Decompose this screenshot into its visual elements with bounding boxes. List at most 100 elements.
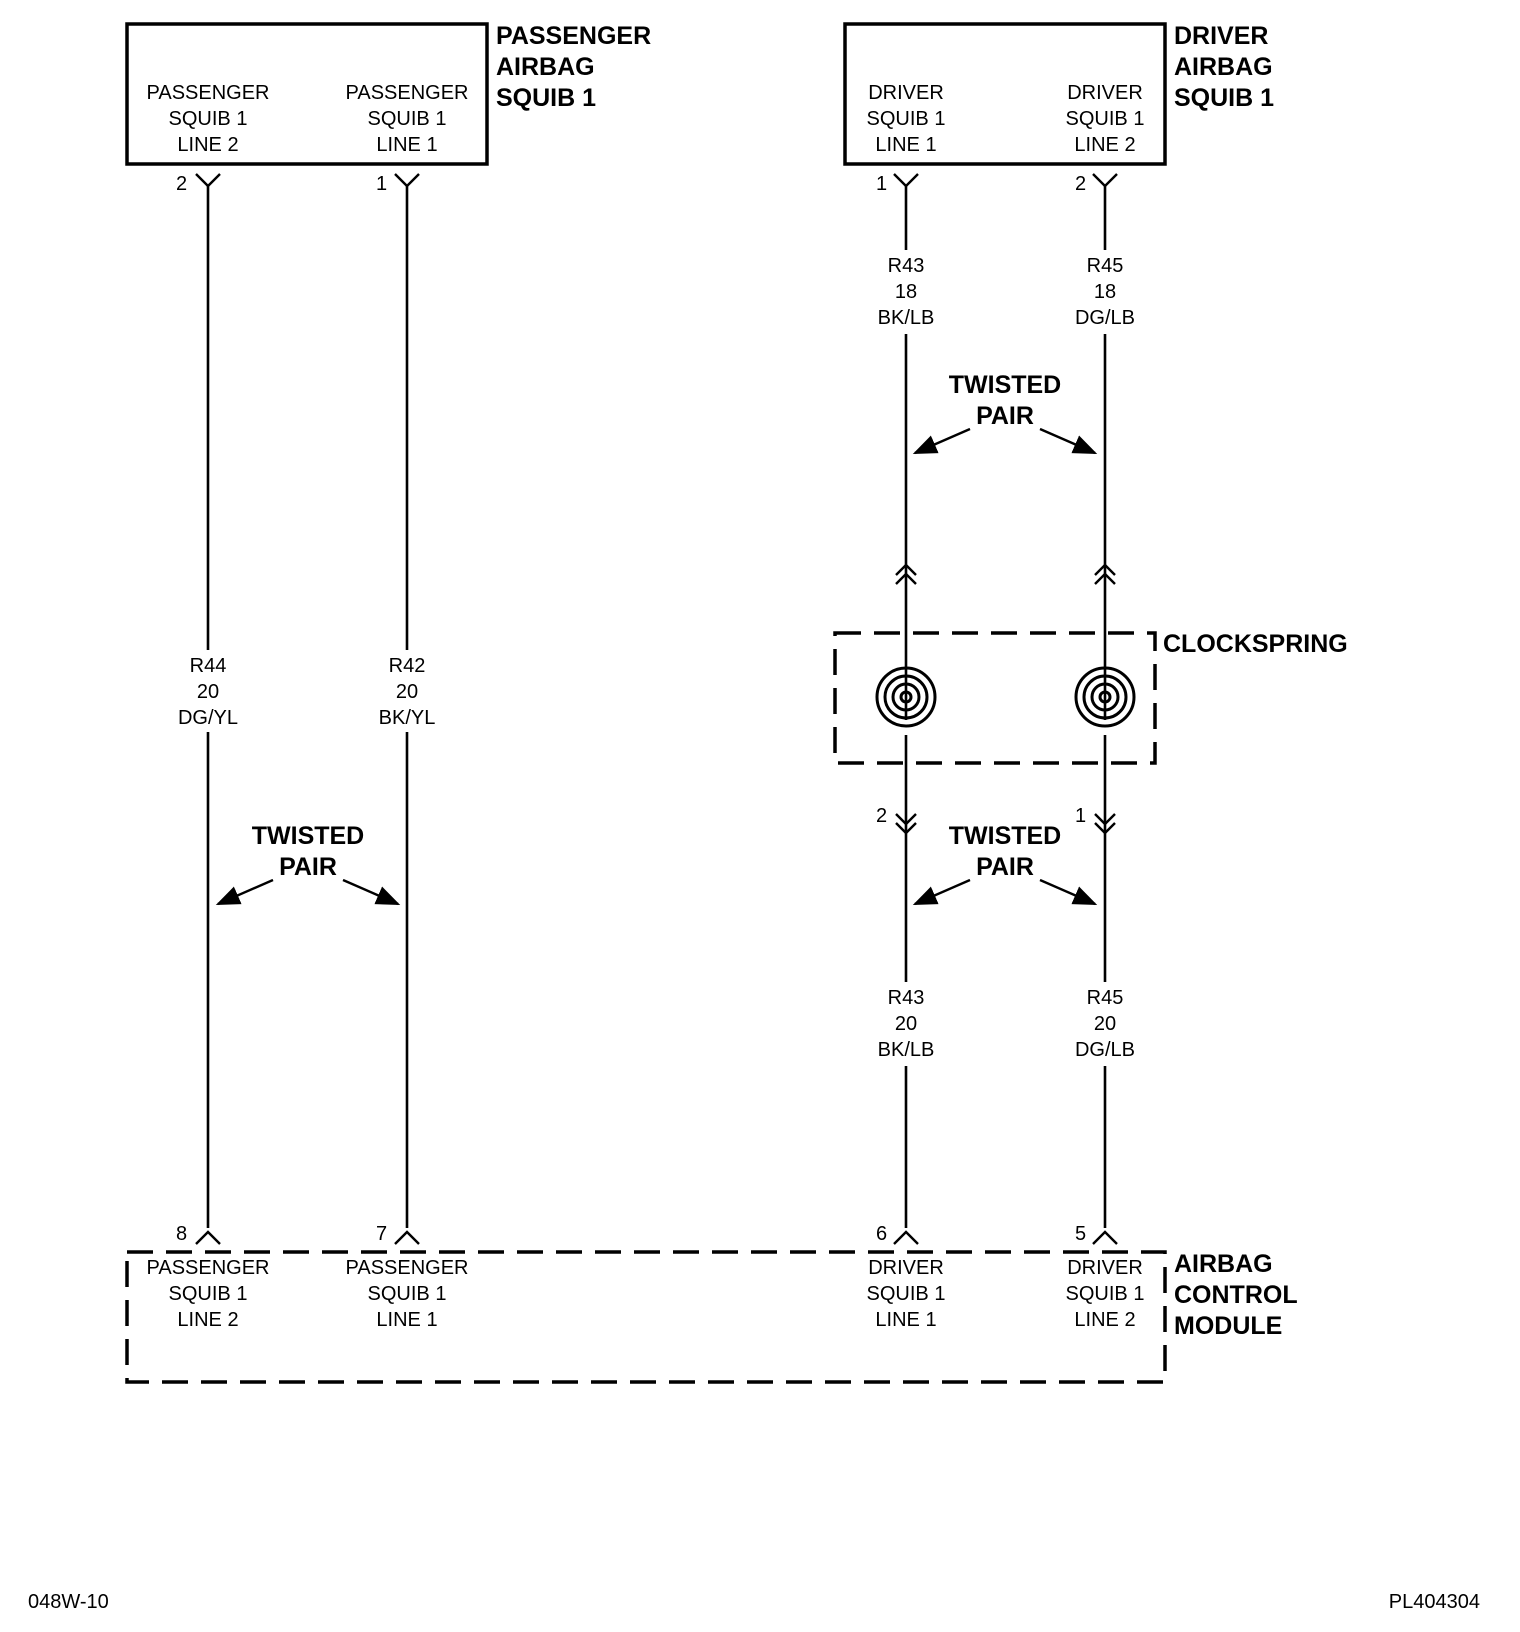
pin-number: 2 — [176, 173, 187, 195]
wire-circuit: R42 — [389, 655, 426, 677]
driver-squib-pin-label: SQUIB 1 — [867, 108, 946, 130]
spiral-icon — [875, 666, 937, 728]
acm-pin-label: SQUIB 1 — [867, 1283, 946, 1305]
connector-pin-icon — [195, 173, 221, 188]
wire-color: DG/LB — [1075, 307, 1135, 329]
wire-gauge: 20 — [396, 681, 418, 703]
passenger-squib-pin-label: PASSENGER — [147, 82, 270, 104]
passenger-squib-title-3: SQUIB 1 — [496, 84, 596, 112]
driver-squib-pin-label: DRIVER — [1067, 82, 1143, 104]
connector-symbols-top — [195, 173, 1118, 188]
passenger-squib-pin-label: LINE 2 — [177, 134, 238, 156]
pin-number: 1 — [1075, 805, 1086, 827]
wire-gauge: 18 — [1094, 281, 1116, 303]
wire-gauge: 20 — [1094, 1013, 1116, 1035]
passenger-squib-box — [125, 22, 489, 166]
double-chevron-up-icon — [895, 563, 917, 576]
pin-number: 8 — [176, 1223, 187, 1245]
driver-squib-title-3: SQUIB 1 — [1174, 84, 1274, 112]
acm-pin-label: DRIVER — [868, 1257, 944, 1279]
pin-number: 5 — [1075, 1223, 1086, 1245]
driver-squib-pin-label: LINE 2 — [1074, 134, 1135, 156]
acm-pin-label: LINE 2 — [177, 1309, 238, 1331]
wire-labels: R44 20 DG/YL R42 20 BK/YL R43 18 BK/LB R… — [178, 255, 1135, 1061]
twisted-pair-lower-driver: TWISTED PAIR — [912, 822, 1098, 906]
double-chevron-down-icon — [1094, 822, 1116, 835]
acm-pin-label: PASSENGER — [346, 1257, 469, 1279]
passenger-squib-title-2: AIRBAG — [496, 53, 595, 81]
clockspring-box — [833, 631, 1157, 765]
wire-circuit: R45 — [1087, 255, 1124, 277]
pin-number: 2 — [876, 805, 887, 827]
passenger-squib-pin-label: SQUIB 1 — [169, 108, 248, 130]
twisted-pair-label: TWISTED — [252, 822, 365, 850]
twisted-pair-upper-driver: TWISTED PAIR — [912, 371, 1098, 455]
connector-pin-icon — [1092, 173, 1118, 188]
inline-connector-lower: 2 1 — [876, 805, 1116, 835]
acm-pin-label: PASSENGER — [147, 1257, 270, 1279]
pin-number: 2 — [1075, 173, 1086, 195]
pin-number: 7 — [376, 1223, 387, 1245]
passenger-squib-title-1: PASSENGER — [496, 22, 651, 50]
twisted-pair-label: PAIR — [976, 853, 1034, 881]
driver-squib-box — [843, 22, 1167, 166]
acm-pin-label: DRIVER — [1067, 1257, 1143, 1279]
connector-pin-icon — [195, 1230, 221, 1245]
driver-airbag-squib: DRIVER AIRBAG SQUIB 1 DRIVER SQUIB 1 LIN… — [843, 22, 1274, 195]
airbag-control-module: AIRBAG CONTROL MODULE 8 7 6 5 PASSENGER … — [125, 1223, 1298, 1384]
twisted-pair-label: PAIR — [976, 402, 1034, 430]
acm-title-2: CONTROL — [1174, 1281, 1298, 1309]
acm-title-1: AIRBAG — [1174, 1250, 1273, 1278]
wire-color: DG/LB — [1075, 1039, 1135, 1061]
wire-color: BK/LB — [878, 1039, 935, 1061]
connector-pin-icon — [893, 173, 919, 188]
acm-pin-label: SQUIB 1 — [368, 1283, 447, 1305]
passenger-squib-pin-label: LINE 1 — [376, 134, 437, 156]
arrow-icon — [342, 878, 401, 906]
acm-pin-label: LINE 1 — [376, 1309, 437, 1331]
driver-squib-pin-label: LINE 1 — [875, 134, 936, 156]
acm-pin-label: SQUIB 1 — [1066, 1283, 1145, 1305]
wire-color: BK/LB — [878, 307, 935, 329]
twisted-pair-passenger: TWISTED PAIR — [215, 822, 401, 906]
pin-number: 1 — [876, 173, 887, 195]
footer-right-code: PL404304 — [1389, 1591, 1480, 1613]
wire-gauge: 20 — [197, 681, 219, 703]
acm-box — [125, 1250, 1167, 1384]
double-chevron-up-icon — [1094, 563, 1116, 576]
wire-circuit: R44 — [190, 655, 227, 677]
driver-squib-pin-label: DRIVER — [868, 82, 944, 104]
acm-title-3: MODULE — [1174, 1312, 1282, 1340]
footer-left-code: 048W-10 — [28, 1591, 109, 1613]
arrow-icon — [912, 878, 971, 906]
double-chevron-down-icon — [895, 822, 917, 835]
wire-circuit: R43 — [888, 255, 925, 277]
connector-pin-icon — [1092, 1230, 1118, 1245]
arrow-icon — [912, 427, 971, 455]
wire-circuit: R43 — [888, 987, 925, 1009]
passenger-squib-pin-label: SQUIB 1 — [368, 108, 447, 130]
driver-squib-title-1: DRIVER — [1174, 22, 1268, 50]
wire-gauge: 20 — [895, 1013, 917, 1035]
wire-gauge: 18 — [895, 281, 917, 303]
twisted-pair-label: TWISTED — [949, 822, 1062, 850]
wire-color: BK/YL — [379, 707, 436, 729]
pin-number: 6 — [876, 1223, 887, 1245]
inline-connector-upper — [895, 563, 1116, 585]
arrow-icon — [1039, 427, 1098, 455]
acm-pin-label: SQUIB 1 — [169, 1283, 248, 1305]
acm-pin-label: LINE 1 — [875, 1309, 936, 1331]
wire-circuit: R45 — [1087, 987, 1124, 1009]
arrow-icon — [215, 878, 274, 906]
double-chevron-down-icon — [1094, 813, 1116, 826]
pin-number: 1 — [376, 173, 387, 195]
acm-pin-label: LINE 2 — [1074, 1309, 1135, 1331]
connector-pin-icon — [893, 1230, 919, 1245]
clockspring-title: CLOCKSPRING — [1163, 630, 1348, 658]
connector-pin-icon — [394, 1230, 420, 1245]
connector-pin-icon — [394, 173, 420, 188]
twisted-pair-label: TWISTED — [949, 371, 1062, 399]
passenger-squib-pin-label: PASSENGER — [346, 82, 469, 104]
wire-color: DG/YL — [178, 707, 238, 729]
